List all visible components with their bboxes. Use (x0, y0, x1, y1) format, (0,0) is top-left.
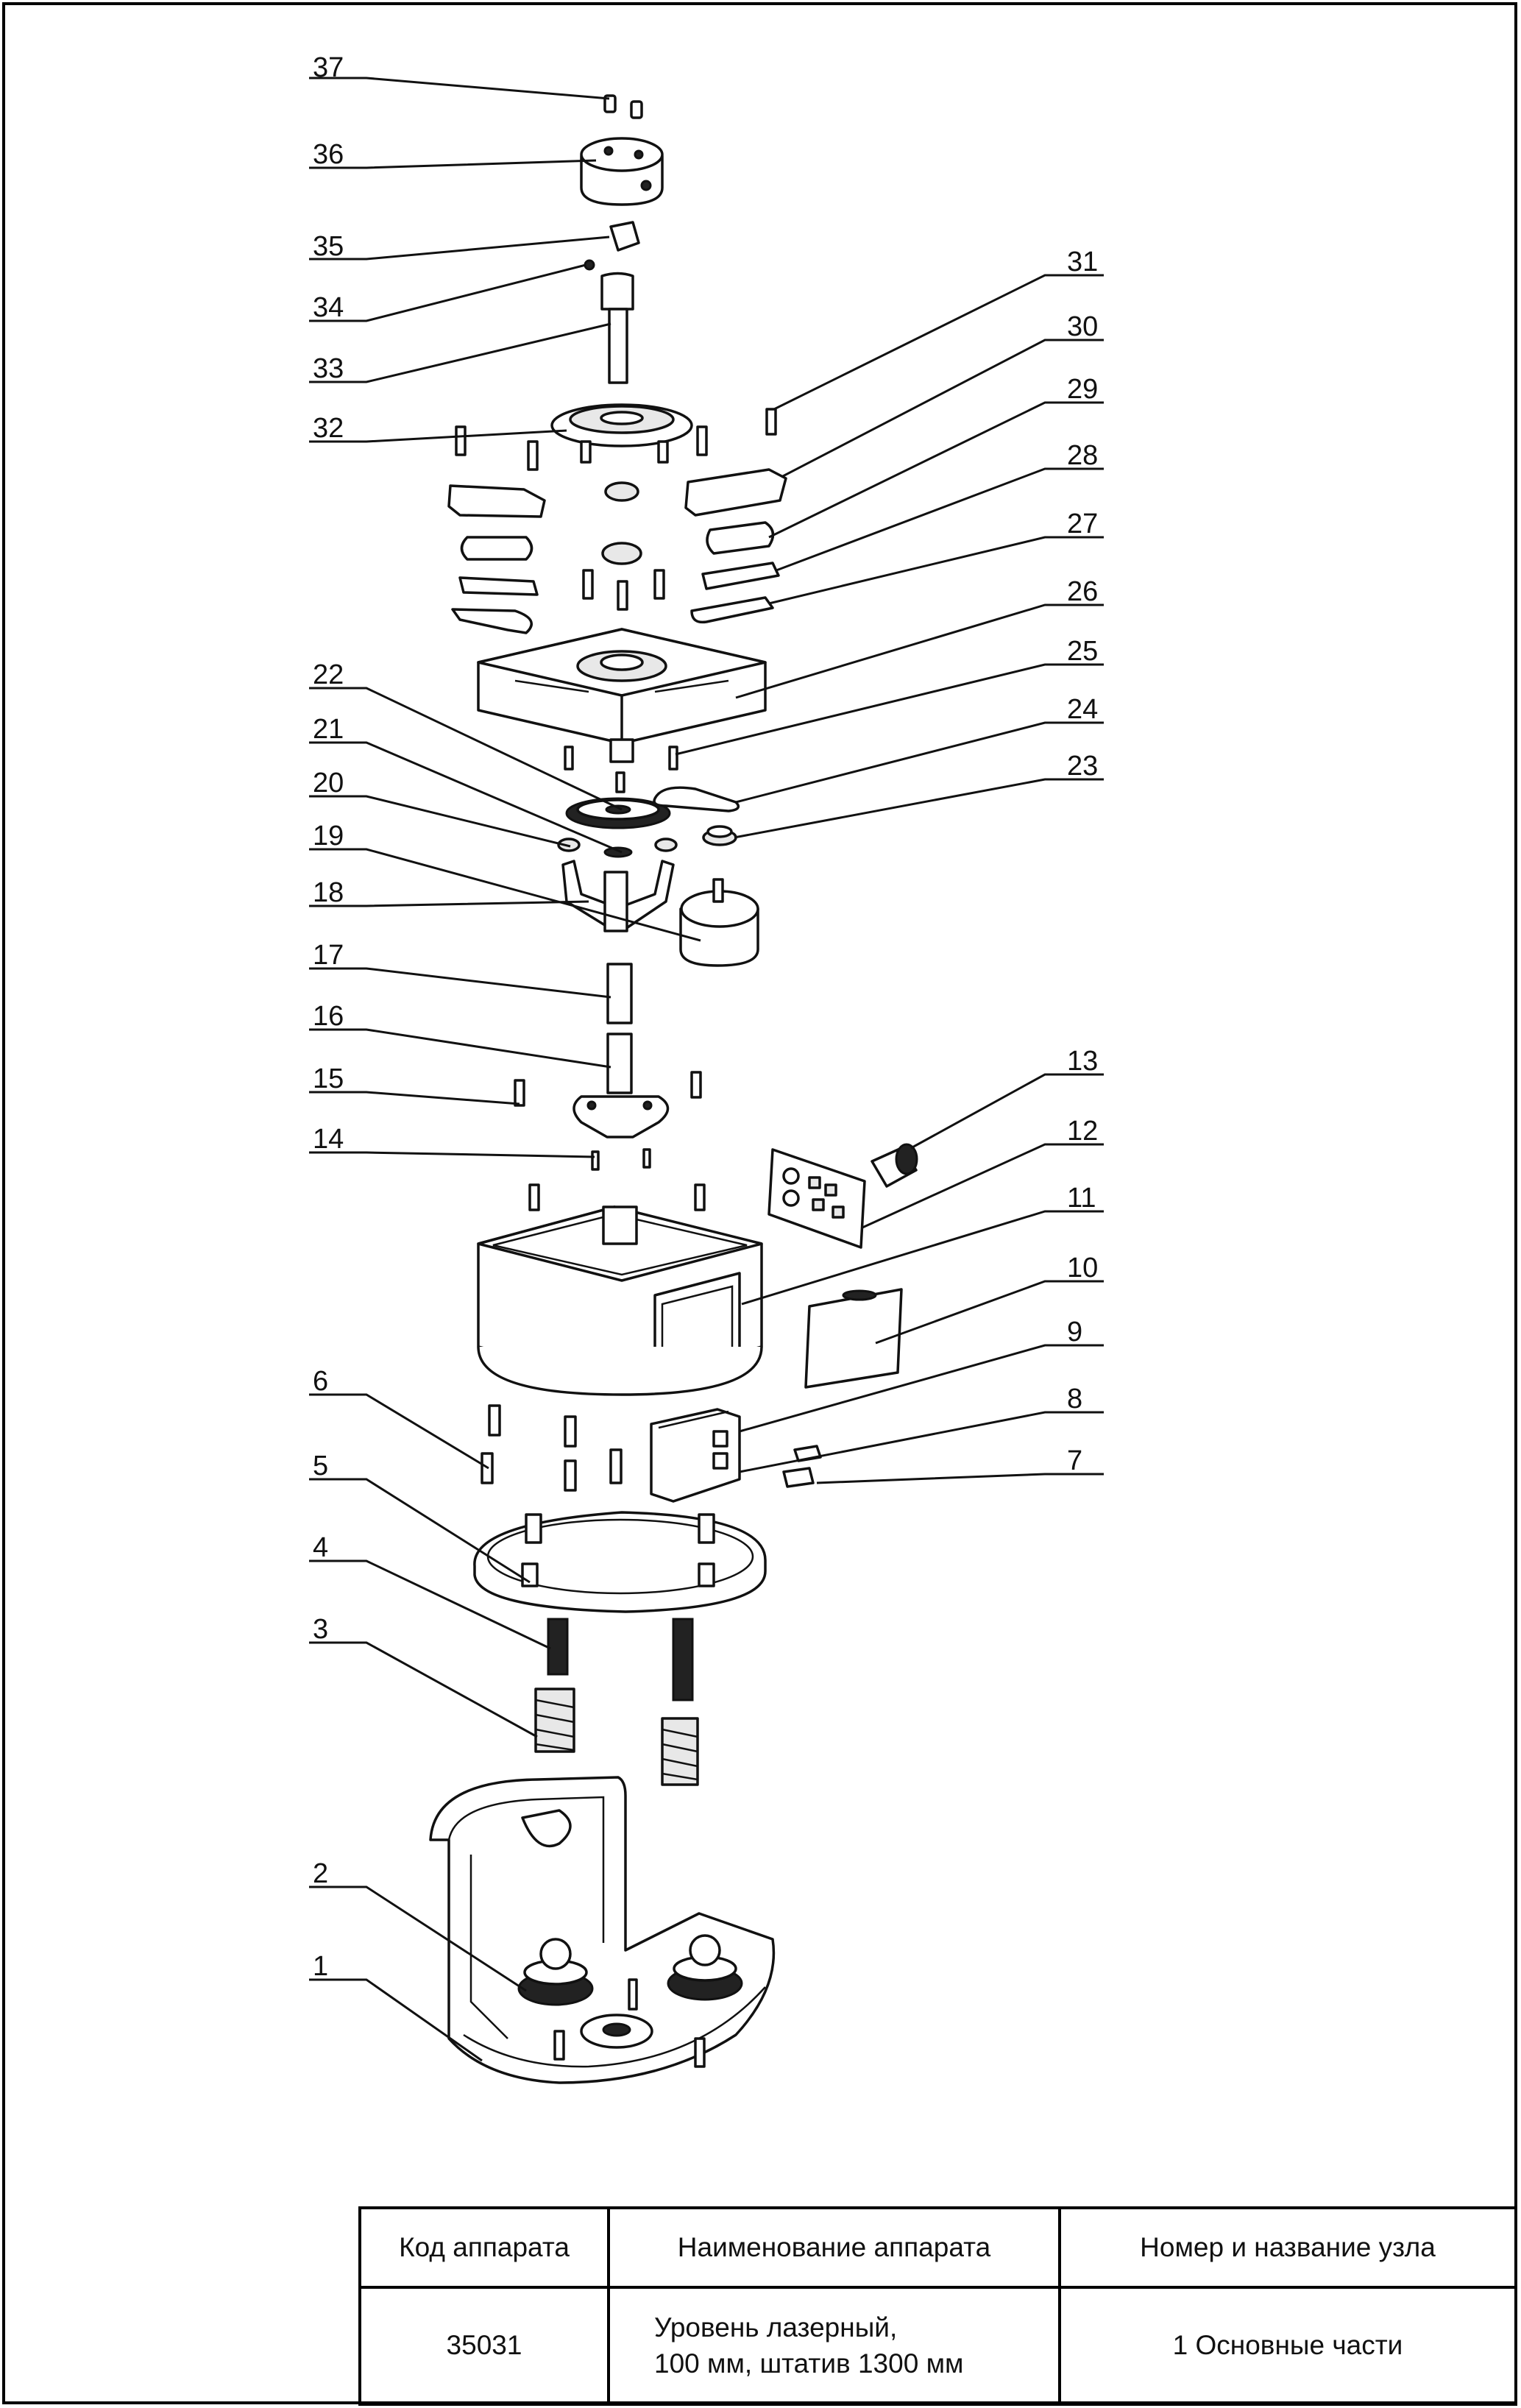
header-name: Наименование аппарата (607, 2206, 1061, 2289)
part-20-nuts (557, 838, 678, 858)
table-header-row: Код аппарата Наименование аппарата Номер… (358, 2206, 1517, 2289)
title-block-table: Код аппарата Наименование аппарата Номер… (358, 2206, 1517, 2406)
callout-18: 18 (313, 877, 344, 908)
callout-10: 10 (1067, 1253, 1098, 1283)
cell-code: 35031 (358, 2286, 610, 2406)
part-36-cap (580, 137, 664, 206)
callout-37: 37 (313, 52, 344, 83)
part-14-screws (528, 1148, 706, 1211)
leader-lines (309, 77, 1104, 2062)
callout-6: 6 (313, 1366, 328, 1397)
callout-23: 23 (1067, 751, 1098, 782)
part-17-rod (606, 963, 633, 1024)
part-11-housing (477, 1205, 763, 1396)
part-22-gear (565, 797, 671, 829)
part-13-knob (871, 1143, 918, 1188)
callout-14: 14 (313, 1124, 344, 1155)
part-5-bottom-ring (473, 1511, 767, 1613)
part-6-screws (481, 1404, 577, 1492)
part-screws-upper (455, 408, 777, 471)
callout-5: 5 (313, 1451, 328, 1481)
callout-25: 25 (1067, 636, 1098, 667)
part-19-bracket (561, 860, 675, 932)
callout-15: 15 (313, 1063, 344, 1094)
part-37-screws (603, 94, 643, 119)
part-2-adjusting-knobs (517, 1934, 743, 2006)
callout-13: 13 (1067, 1046, 1098, 1077)
header-code: Код аппарата (358, 2206, 610, 2289)
callout-1: 1 (313, 1951, 328, 1982)
part-25-screws (564, 746, 678, 793)
cell-unit: 1 Основные части (1058, 2286, 1517, 2406)
callout-35: 35 (313, 231, 344, 262)
callout-30: 30 (1067, 311, 1098, 342)
callout-4: 4 (313, 1532, 328, 1563)
part-screws-middle (582, 569, 665, 611)
callout-numbers: 37 36 35 34 33 32 31 30 29 28 27 26 25 2… (313, 52, 1098, 1982)
callout-27: 27 (1067, 509, 1098, 539)
callout-34: 34 (313, 292, 344, 323)
callout-20: 20 (313, 768, 344, 798)
part-3-springs (534, 1688, 699, 1786)
part-bushings (601, 481, 642, 565)
callout-28: 28 (1067, 440, 1098, 471)
callout-12: 12 (1067, 1116, 1098, 1147)
callout-2: 2 (313, 1858, 328, 1889)
part-32-rotating-head (550, 403, 693, 464)
part-16-shaft (572, 1033, 670, 1139)
part-12-circuit-board (767, 1148, 866, 1249)
part-35-prism (609, 221, 640, 252)
part-10-cover-plate (804, 1288, 903, 1389)
callout-21: 21 (313, 714, 344, 745)
part-9-battery-box (650, 1408, 741, 1503)
part-15-screws (514, 1071, 702, 1107)
part-18-motor (679, 878, 759, 967)
callout-29: 29 (1067, 374, 1098, 405)
callout-8: 8 (1067, 1384, 1082, 1414)
callout-11: 11 (1067, 1183, 1096, 1214)
callout-32: 32 (313, 413, 344, 444)
part-28-rails (458, 562, 780, 596)
callout-22: 22 (313, 659, 344, 690)
callout-9: 9 (1067, 1317, 1082, 1348)
callout-33: 33 (313, 353, 344, 384)
part-27-flat-springs (451, 596, 774, 634)
callout-3: 3 (313, 1614, 328, 1645)
callout-17: 17 (313, 940, 344, 971)
callout-19: 19 (313, 821, 344, 851)
part-30-clamps (447, 468, 787, 518)
callout-36: 36 (313, 139, 344, 170)
part-7-contacts (782, 1445, 822, 1488)
part-29-pins (460, 521, 775, 561)
part-1-tripod-base (429, 1776, 776, 2084)
callout-7: 7 (1067, 1445, 1082, 1476)
part-24-belt (653, 786, 740, 812)
cell-name: Уровень лазерный, 100 мм, штатив 1300 мм (607, 2286, 1061, 2406)
callout-24: 24 (1067, 694, 1098, 725)
callout-31: 31 (1067, 247, 1098, 277)
callout-16: 16 (313, 1001, 344, 1032)
part-26-base-plate (477, 628, 767, 763)
header-unit: Номер и название узла (1058, 2206, 1517, 2289)
part-33-shaft (600, 272, 634, 384)
table-row: 35031 Уровень лазерный, 100 мм, штатив 1… (358, 2286, 1517, 2406)
part-34-screw (584, 259, 595, 271)
part-8-screw (609, 1448, 623, 1484)
callout-26: 26 (1067, 576, 1098, 607)
part-23-pulley (702, 825, 737, 846)
part-4-springs (547, 1618, 694, 1701)
